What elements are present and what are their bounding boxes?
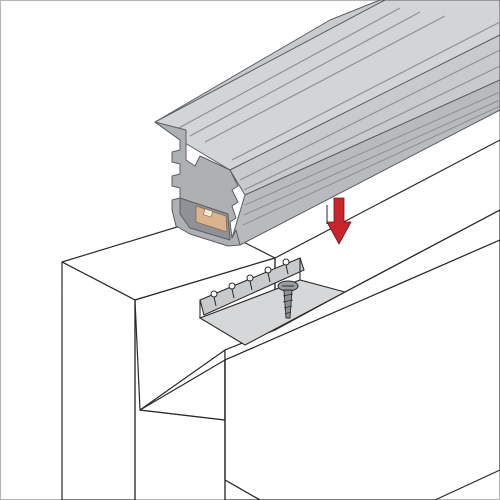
aluminium-profile: [154, 0, 500, 247]
mounting-clip: [198, 257, 347, 346]
left-block-front-face: [61, 261, 136, 500]
mounting-surface: [61, 209, 500, 500]
led-chip: [202, 208, 214, 218]
down-arrow-icon: [326, 197, 352, 245]
profile-right-top: [229, 34, 500, 196]
screw-icon: [277, 280, 299, 319]
profile-top-grooves: [174, 7, 500, 161]
clip-base-plate: [198, 279, 347, 346]
clip-teeth: [210, 258, 290, 307]
